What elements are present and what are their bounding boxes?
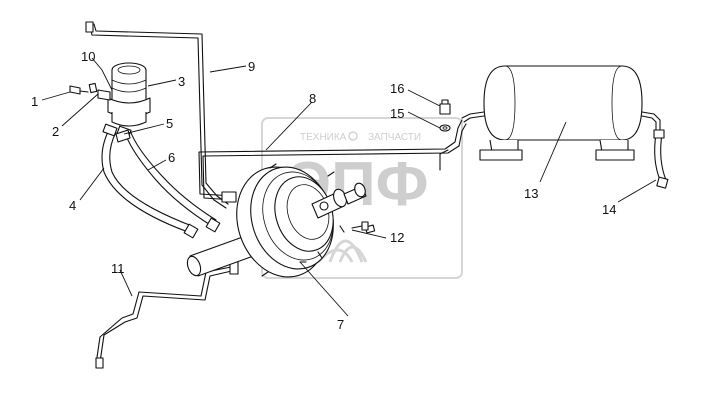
pipe-8: [198, 119, 467, 201]
callout-labels: 1 2 3 4 5 6 7 8 9 10 11 12 13 14 15 16: [31, 49, 616, 332]
callout-2: 2: [52, 124, 59, 139]
callout-14: 14: [602, 202, 616, 217]
callout-15: 15: [390, 106, 404, 121]
watermark-tagline-right: ЗАПЧАСТИ: [368, 132, 421, 143]
pipe-9: [85, 21, 229, 209]
callout-10: 10: [81, 49, 95, 64]
callout-9: 9: [248, 59, 255, 74]
hose-14: [653, 129, 669, 189]
reservoir-3: [88, 62, 151, 127]
callout-6: 6: [168, 150, 175, 165]
washer-15: [439, 124, 451, 132]
callout-13: 13: [524, 186, 538, 201]
callout-16: 16: [390, 81, 404, 96]
callout-3: 3: [178, 74, 185, 89]
pipe-11: [95, 261, 239, 369]
callout-5: 5: [166, 116, 173, 131]
callout-11: 11: [111, 261, 125, 276]
watermark-dot-icon: [348, 131, 358, 141]
pipe-11-fitting: [95, 357, 104, 369]
fitting-12: [351, 221, 369, 231]
air-tank-13: [461, 65, 661, 161]
callout-7: 7: [337, 317, 344, 332]
brake-booster-7: [236, 163, 376, 278]
callout-8: 8: [309, 91, 316, 106]
callout-1: 1: [31, 94, 38, 109]
pipe-9-fitting: [85, 21, 94, 33]
watermark-tagline-left: ТЕХНИКА: [300, 132, 347, 143]
plug-16: [439, 99, 451, 115]
hose-4: [101, 123, 199, 239]
bolt-1: [69, 85, 89, 95]
callout-12: 12: [390, 230, 404, 245]
callout-4: 4: [69, 198, 76, 213]
leader-lines: [41, 57, 657, 317]
